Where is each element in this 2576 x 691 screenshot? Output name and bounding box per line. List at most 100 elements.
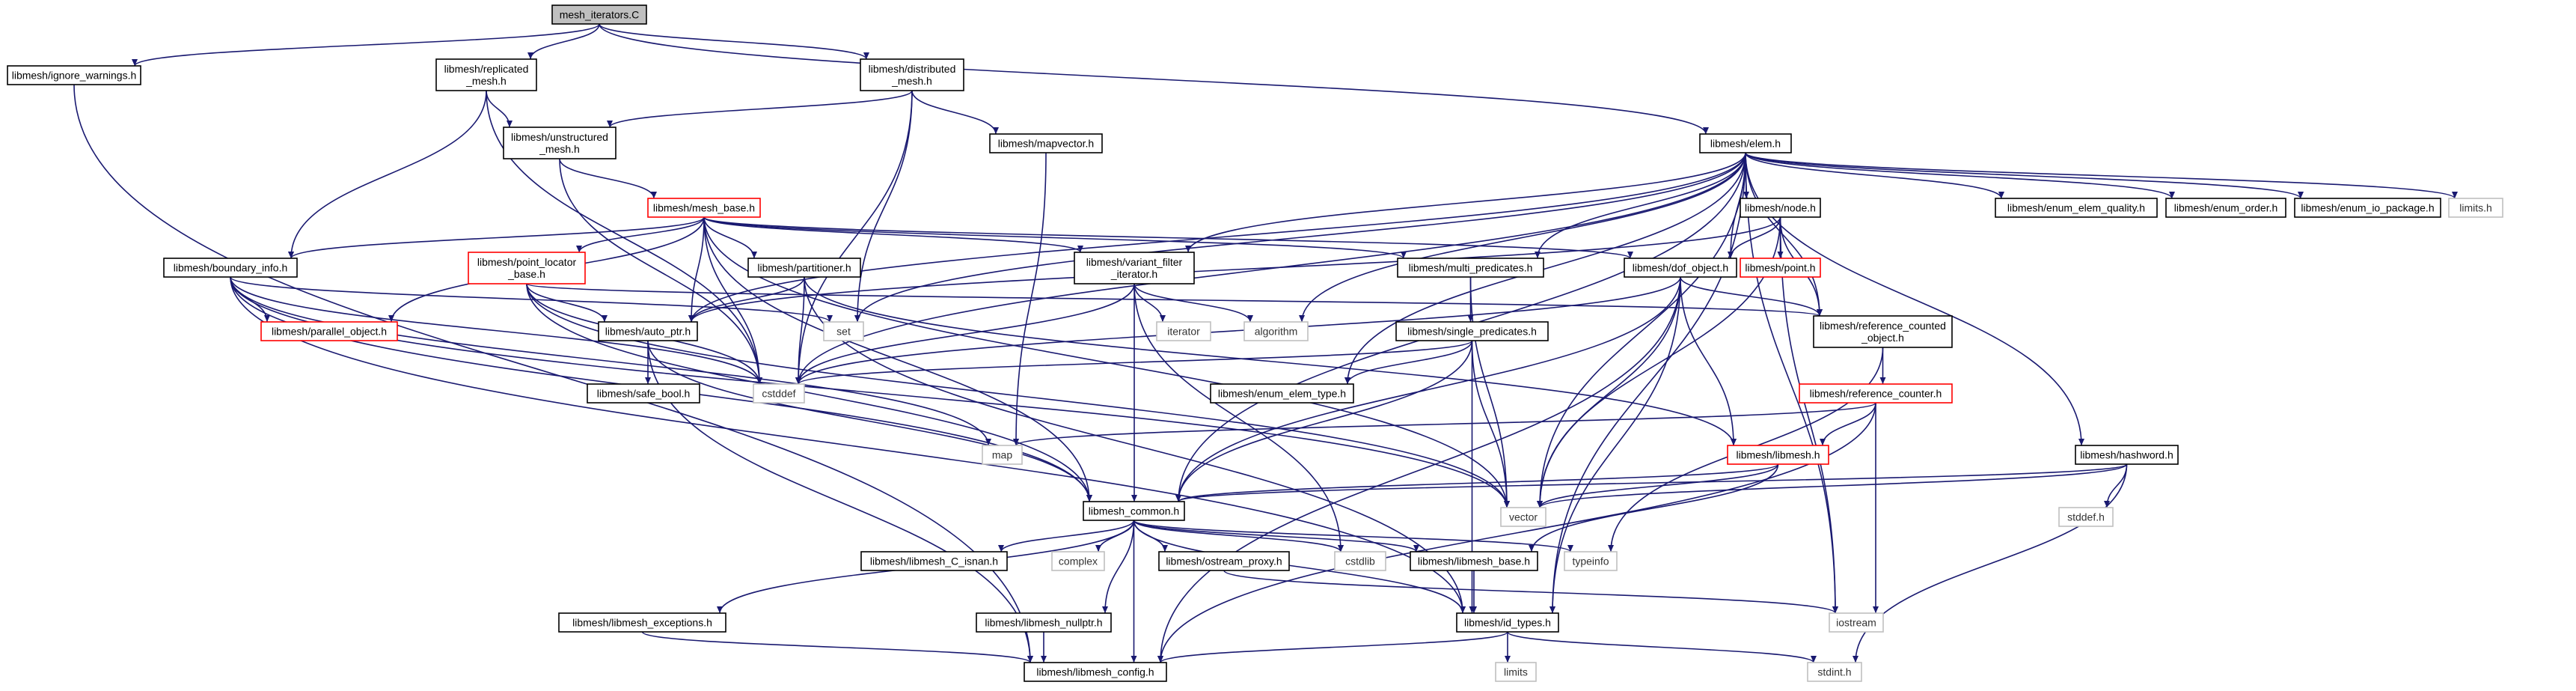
node-node-box (1740, 198, 1821, 218)
edge-elem-to-cstddef (798, 152, 1746, 385)
node-iostream-label: iostream (1836, 617, 1876, 629)
node-parallel-object-box (260, 321, 398, 341)
node-cstddef-box (753, 383, 805, 404)
node-mesh-base[interactable]: libmesh/mesh_base.h (647, 198, 761, 218)
edge-point-locator-to-vector (526, 283, 1508, 508)
node-libmesh-base[interactable]: libmesh/libmesh_base.h (1410, 551, 1538, 571)
node-limits-h-label: limits.h (2459, 202, 2492, 214)
node-nullptr[interactable]: libmesh/libmesh_nullptr.h (976, 612, 1112, 633)
node-variant[interactable]: libmesh/variant_filter_iterator.h (1074, 252, 1195, 284)
edge-libmesh-common-to-libmesh-base (1133, 520, 1417, 553)
node-id-types[interactable]: libmesh/id_types.h (1456, 612, 1559, 633)
edge-elem-to-multi-pred (1537, 152, 1746, 259)
edge-dof-object-to-id-types (1552, 276, 1681, 614)
node-parallel-object[interactable]: libmesh/parallel_object.h (260, 321, 398, 341)
node-enum-order[interactable]: libmesh/enum_order.h (2165, 198, 2286, 218)
edge-arrowhead (388, 315, 394, 322)
edge-arrowhead (863, 52, 869, 59)
node-libmesh-h[interactable]: libmesh/libmesh.h (1727, 445, 1829, 465)
node-set-label: set (836, 326, 851, 338)
edge-hashword-to-stdint (1855, 463, 2128, 663)
node-distributed[interactable]: libmesh/distributed_mesh.h (860, 58, 964, 91)
edge-arrowhead (1998, 191, 2004, 198)
node-safe-bool[interactable]: libmesh/safe_bool.h (587, 383, 700, 404)
node-replicated[interactable]: libmesh/replicated_mesh.h (435, 58, 537, 91)
node-distributed-label-line: _mesh.h (891, 75, 932, 87)
node-point-locator-label: libmesh/point_locator_base.h (477, 256, 577, 280)
edge-mesh-base-to-cstddef (703, 216, 760, 385)
node-ignore-label: libmesh/ignore_warnings.h (12, 70, 137, 82)
node-ignore-box (7, 65, 141, 85)
node-point[interactable]: libmesh/point.h (1740, 258, 1821, 278)
node-point-box (1740, 258, 1821, 278)
node-replicated-box (435, 58, 537, 91)
node-ostream-proxy[interactable]: libmesh/ostream_proxy.h (1158, 551, 1290, 571)
node-ref-counter[interactable]: libmesh/reference_counter.h (1799, 383, 1953, 404)
node-enum-io-package[interactable]: libmesh/enum_io_package.h (2294, 198, 2441, 218)
node-exceptions[interactable]: libmesh/libmesh_exceptions.h (558, 612, 726, 633)
edge-mesh-base-to-multi-pred (703, 216, 1404, 259)
node-auto-ptr[interactable]: libmesh/auto_ptr.h (598, 321, 698, 341)
edge-dof-object-to-cstddef (798, 276, 1681, 385)
node-partitioner-box (747, 258, 861, 278)
node-point-locator[interactable]: libmesh/point_locator_base.h (468, 252, 586, 284)
edge-node-to-auto-ptr (691, 216, 1781, 323)
edge-partitioner-to-auto-ptr (691, 276, 805, 323)
edge-arrowhead (1299, 315, 1305, 322)
node-algorithm-box (1243, 321, 1309, 341)
node-point-locator-label-line: _base.h (507, 268, 545, 280)
edge-replicated-to-unstructured (486, 90, 510, 128)
edge-libmesh-common-to-cstdlib (1133, 520, 1341, 553)
edge-boundary-info-to-map (230, 276, 989, 446)
node-multi-pred[interactable]: libmesh/multi_predicates.h (1397, 258, 1544, 278)
edge-arrowhead (1567, 545, 1573, 552)
node-ignore[interactable]: libmesh/ignore_warnings.h (7, 65, 141, 85)
edge-arrowhead (1777, 252, 1784, 258)
node-ref-counted-label: libmesh/reference_counted_object.h (1820, 320, 1946, 344)
node-enum-elem-quality[interactable]: libmesh/enum_elem_quality.h (1995, 198, 2158, 218)
node-ref-counted[interactable]: libmesh/reference_counted_object.h (1813, 315, 1953, 348)
edge-auto-ptr-to-libmesh-common (647, 340, 1090, 502)
edge-single-pred-to-cstddef (798, 340, 1473, 385)
node-c-isnan-label: libmesh/libmesh_C_isnan.h (870, 555, 998, 567)
node-libmesh-config[interactable]: libmesh/libmesh_config.h (1024, 662, 1167, 682)
edge-arrowhead (601, 314, 608, 322)
edge-dof-object-to-ref-counted (1680, 276, 1820, 317)
edge-hashword-to-stddef (2106, 463, 2128, 508)
node-c-isnan-box (860, 551, 1008, 571)
node-node[interactable]: libmesh/node.h (1740, 198, 1821, 218)
node-unstructured-label: libmesh/unstructured_mesh.h (511, 131, 608, 155)
node-unstructured[interactable]: libmesh/unstructured_mesh.h (503, 127, 617, 159)
node-dof-object[interactable]: libmesh/dof_object.h (1624, 258, 1737, 278)
node-elem-label: libmesh/elem.h (1710, 138, 1781, 150)
edge-arrowhead (688, 315, 694, 322)
node-iterator-box (1156, 321, 1211, 341)
node-boundary-info[interactable]: libmesh/boundary_info.h (163, 258, 298, 278)
edge-elem-to-enum-order (1745, 152, 2173, 199)
edge-arrowhead (1095, 545, 1101, 552)
edge-libmesh-h-to-vector (1539, 463, 1779, 508)
node-algorithm: algorithm (1243, 321, 1309, 341)
node-limits-box (1495, 662, 1537, 682)
edge-hashword-to-libmesh-common (1178, 463, 2128, 502)
node-point-locator-box (468, 252, 586, 284)
node-stdint-box (1807, 662, 1862, 682)
edge-arrowhead (756, 377, 762, 384)
node-partitioner[interactable]: libmesh/partitioner.h (747, 258, 861, 278)
edge-arrowhead (1162, 545, 1168, 552)
node-ostream-proxy-label: libmesh/ostream_proxy.h (1166, 555, 1282, 567)
node-mapvector[interactable]: libmesh/mapvector.h (989, 133, 1103, 153)
node-distributed-label-line: libmesh/distributed (869, 63, 956, 75)
edge-distributed-to-unstructured (609, 90, 913, 128)
edge-mesh-base-to-boundary-info (290, 216, 705, 259)
node-algorithm-label: algorithm (1255, 326, 1298, 338)
node-hashword[interactable]: libmesh/hashword.h (2075, 445, 2179, 465)
node-mapvector-box (989, 133, 1103, 153)
node-single-pred[interactable]: libmesh/single_predicates.h (1395, 321, 1549, 341)
edge-ostream-proxy-to-iostream (1223, 570, 1836, 614)
node-elem[interactable]: libmesh/elem.h (1699, 133, 1792, 153)
node-c-isnan[interactable]: libmesh/libmesh_C_isnan.h (860, 551, 1008, 571)
node-libmesh-common[interactable]: libmesh_common.h (1083, 501, 1185, 521)
node-enum-elem-type[interactable]: libmesh/enum_elem_type.h (1210, 383, 1354, 404)
node-root[interactable]: mesh_iterators.C (551, 4, 647, 25)
